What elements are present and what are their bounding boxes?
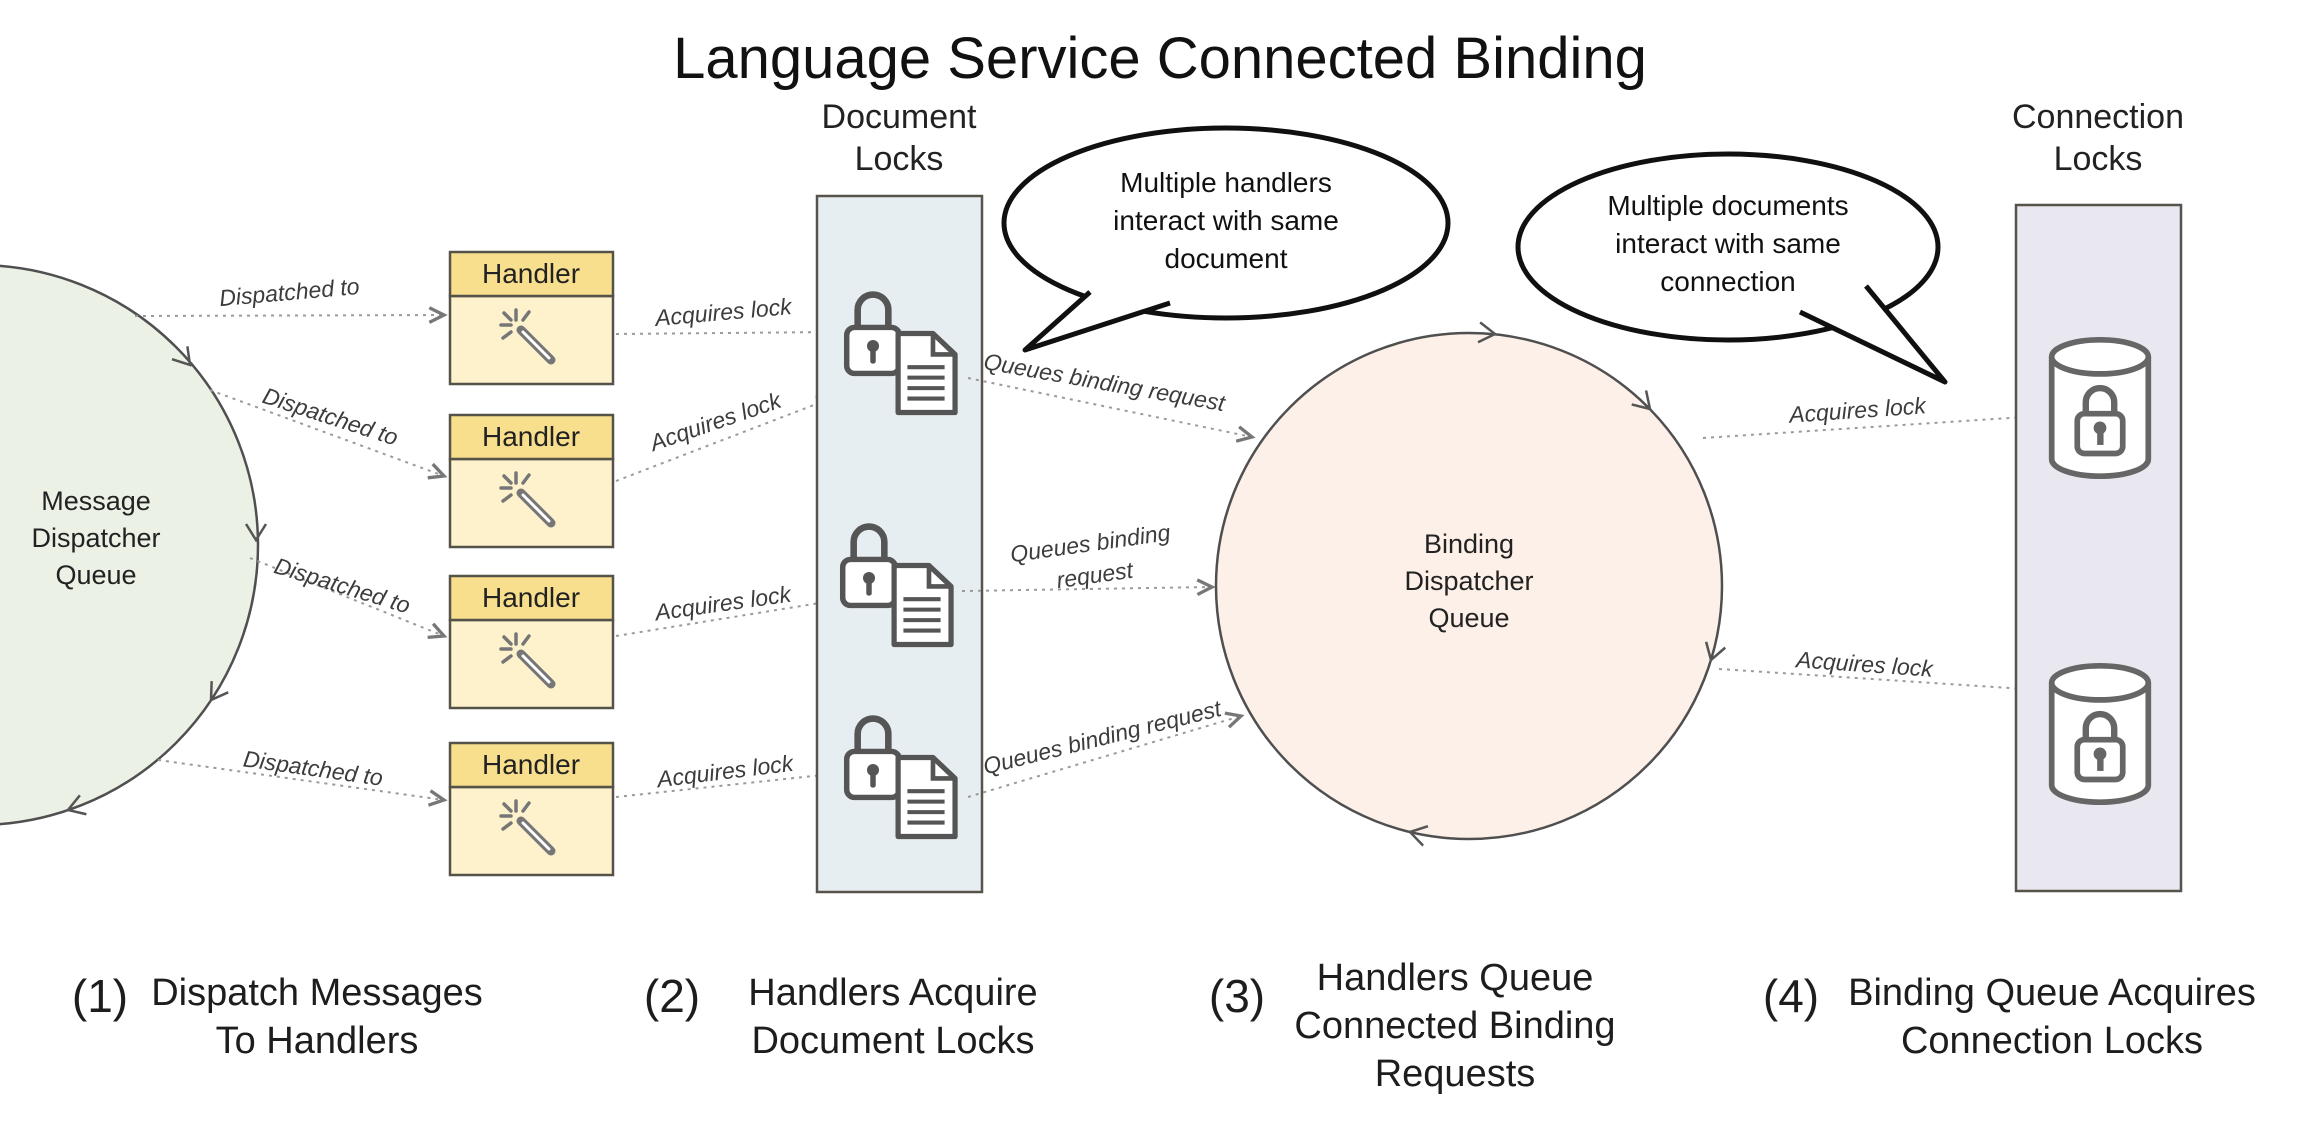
step-text: To Handlers [216, 1020, 419, 1062]
queues-binding-label: Queues binding request [982, 348, 1229, 416]
dispatch-arrow-1 [134, 315, 444, 316]
step-text: Dispatch Messages [151, 972, 483, 1014]
queue-flow-arrow-icon [1704, 641, 1727, 663]
message-queue-circle [0, 264, 260, 826]
step-text: Connection Locks [1901, 1020, 2203, 1062]
acquire-connection-lock-arrows: Acquires lock Acquires lock [1702, 392, 2040, 690]
speech-bubble-shape [1001, 125, 1451, 321]
handler-label: Handler [482, 258, 580, 289]
queues-binding-label: Queues binding request [980, 695, 1225, 780]
binding-queue-label: Dispatcher [1404, 566, 1533, 596]
binding-queue-label: Queue [1428, 603, 1509, 633]
message-dispatcher-queue: Message Dispatcher Queue [0, 264, 268, 826]
handler-header [448, 574, 615, 622]
bubble-text: Multiple handlers [1120, 167, 1332, 198]
handler-header [448, 741, 615, 789]
document-locks-title: Document [822, 98, 978, 136]
queue-flow-arrow-icon [1631, 390, 1652, 411]
bubble-text: connection [1660, 266, 1795, 297]
queue-binding-request-arrows: Queues binding request Queues binding re… [961, 348, 1252, 798]
queue-flow-arrow-icon [65, 794, 87, 816]
document-icon [894, 565, 951, 644]
step-text: Binding Queue Acquires [1848, 972, 2256, 1014]
dispatch-arrow-4 [157, 759, 444, 800]
speech-bubble-tail [1022, 290, 1171, 353]
dispatch-arrow-2 [209, 389, 444, 476]
handler-header [448, 413, 615, 461]
acquires-lock-arrow-2 [615, 398, 832, 482]
speech-bubble-tail [1798, 284, 1948, 385]
page-title: Language Service Connected Binding [673, 26, 1647, 91]
handler-box-4: Handler [448, 741, 615, 877]
queues-binding-arrow-2 [961, 587, 1212, 591]
acquires-lock-label: Acquires lock [654, 750, 796, 793]
document-locks-column: Document Locks [815, 98, 984, 894]
handler-header [448, 250, 615, 298]
handler-label: Handler [482, 582, 580, 613]
document-icon [898, 757, 955, 836]
handler-box-3: Handler [448, 574, 615, 710]
handler-box-2: Handler [448, 413, 615, 549]
handler-label: Handler [482, 749, 580, 780]
step-number: (1) [72, 970, 128, 1022]
step-2-caption: (2) Handlers Acquire Document Locks [644, 970, 1038, 1062]
step-number: (3) [1209, 970, 1265, 1022]
step-number: (2) [644, 970, 700, 1022]
step-text: Requests [1375, 1053, 1536, 1095]
database-lock-icon [2052, 340, 2149, 476]
document-locks-title: Locks [855, 140, 944, 178]
step-number: (4) [1763, 970, 1819, 1022]
acquires-lock-label: Acquires lock [1786, 392, 1928, 428]
queues-binding-label: Queues binding [1009, 519, 1172, 567]
acquires-lock-arrow-6 [1718, 668, 2040, 690]
speech-bubble-shape [1515, 151, 1941, 343]
connection-locks-title: Locks [2054, 140, 2143, 178]
bubble-text: interact with same [1615, 228, 1841, 259]
step-text: Connected Binding [1294, 1005, 1615, 1047]
queue-flow-arrow-icon [209, 681, 229, 702]
bubble-text: Multiple documents [1607, 190, 1848, 221]
binding-dispatcher-queue: Binding Dispatcher Queue [1214, 321, 1727, 847]
queue-flow-arrow-icon [1407, 824, 1429, 847]
acquires-lock-label: Acquires lock [1793, 646, 1935, 682]
handler-label: Handler [482, 421, 580, 452]
step-text: Document Locks [751, 1020, 1034, 1062]
binding-queue-label: Binding [1424, 529, 1514, 559]
bubble-text: interact with same [1113, 205, 1339, 236]
acquire-document-lock-arrows: Acquires lock Acquires lock Acquires loc… [615, 293, 834, 798]
documents-speech-bubble: Multiple documents interact with same co… [1515, 151, 1948, 385]
handler-box-1: Handler [448, 250, 615, 386]
acquires-lock-label: Acquires lock [652, 293, 794, 331]
dispatched-to-label: Dispatched to [271, 552, 413, 618]
queues-binding-arrow-1 [967, 377, 1252, 437]
step-3-caption: (3) Handlers Queue Connected Binding Req… [1209, 957, 1616, 1095]
step-text: Handlers Acquire [748, 972, 1037, 1014]
queue-flow-arrow-icon [244, 523, 268, 543]
queue-flow-arrow-icon [171, 346, 192, 367]
dispatch-arrow-3 [249, 557, 444, 636]
message-queue-label: Message [41, 486, 151, 516]
step-4-caption: (4) Binding Queue Acquires Connection Lo… [1763, 970, 2256, 1062]
acquires-lock-label: Acquires lock [651, 580, 794, 625]
document-icon [898, 333, 955, 412]
database-lock-icon [2052, 666, 2149, 802]
binding-queue-circle [1214, 331, 1724, 841]
step-1-caption: (1) Dispatch Messages To Handlers [72, 970, 483, 1062]
connection-locks-title: Connection [2012, 98, 2184, 136]
message-queue-label: Dispatcher [31, 523, 160, 553]
step-text: Handlers Queue [1317, 957, 1594, 999]
acquires-lock-arrow-1 [615, 332, 834, 334]
bubble-text: document [1165, 243, 1288, 274]
dispatched-to-label: Dispatched to [242, 745, 385, 790]
queue-flow-arrow-icon [1477, 321, 1498, 344]
dispatched-to-label: Dispatched to [218, 273, 361, 311]
acquires-lock-arrow-5 [1702, 416, 2040, 439]
handlers-speech-bubble: Multiple handlers interact with same doc… [1001, 125, 1451, 353]
message-queue-label: Queue [55, 560, 136, 590]
acquires-lock-label: Acquires lock [645, 386, 786, 456]
connection-locks-column: Connection Locks [2012, 98, 2184, 893]
dispatched-to-label: Dispatched to [260, 382, 402, 450]
